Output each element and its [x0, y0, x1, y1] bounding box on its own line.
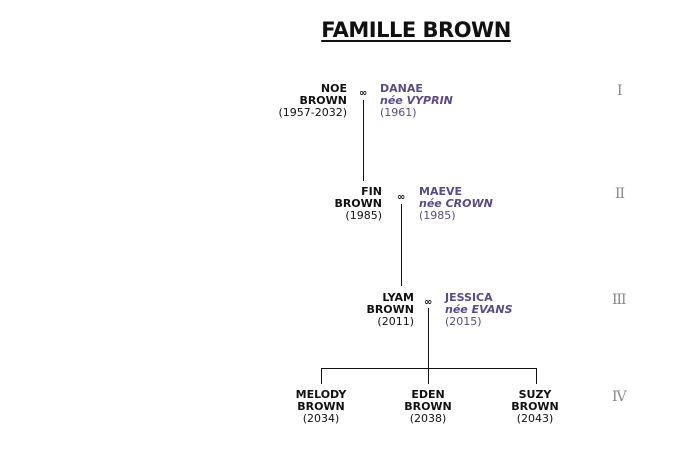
person-last-name: BROWN: [299, 94, 347, 107]
spouse-dates: (2015): [445, 315, 482, 328]
child-suzy: SUZY BROWN (2043): [495, 389, 575, 425]
child-melody: MELODY BROWN (2034): [281, 389, 361, 425]
person-last-name: BROWN: [404, 400, 452, 413]
marriage-symbol: ∞: [424, 297, 433, 308]
page-title: FAMILLE BROWN: [321, 18, 511, 42]
person-dates: (2043): [516, 412, 554, 425]
descent-line-1: [363, 100, 364, 181]
spouse-maiden-name: née VYPRIN: [380, 94, 453, 107]
person-first-name: SUZY: [518, 388, 552, 401]
person-noe: NOE BROWN (1957-2032): [278, 83, 347, 119]
child-drop-eden: [428, 368, 429, 384]
person-dates: (2011): [377, 315, 414, 328]
person-dates: (1985): [345, 209, 382, 222]
spouse-first-name: DANAE: [380, 82, 423, 95]
person-first-name: EDEN: [411, 388, 445, 401]
person-fin: FIN BROWN (1985): [334, 186, 382, 222]
spouse-maeve: MAEVE née CROWN (1985): [419, 186, 493, 222]
spouse-first-name: JESSICA: [445, 291, 493, 304]
person-first-name: LYAM: [382, 291, 414, 304]
person-first-name: FIN: [361, 185, 382, 198]
descent-line-3: [428, 308, 429, 368]
generation-label-2: II: [615, 186, 625, 202]
person-first-name: MELODY: [295, 388, 347, 401]
person-first-name: NOE: [320, 82, 347, 95]
person-last-name: BROWN: [366, 303, 414, 316]
person-dates: (2034): [302, 412, 340, 425]
child-eden: EDEN BROWN (2038): [388, 389, 468, 425]
spouse-maiden-name: née EVANS: [445, 303, 513, 316]
marriage-symbol: ∞: [397, 192, 406, 203]
person-dates: (1957-2032): [278, 106, 347, 119]
spouse-maiden-name: née CROWN: [419, 197, 493, 210]
person-last-name: BROWN: [511, 400, 559, 413]
marriage-symbol: ∞: [359, 88, 368, 99]
person-dates: (2038): [409, 412, 447, 425]
person-lyam: LYAM BROWN (2011): [366, 292, 414, 328]
person-last-name: BROWN: [297, 400, 345, 413]
generation-label-1: I: [617, 83, 622, 99]
sibling-connector: [321, 368, 537, 369]
spouse-jessica: JESSICA née EVANS (2015): [445, 292, 513, 328]
descent-line-2: [401, 204, 402, 286]
spouse-danae: DANAE née VYPRIN (1961): [380, 83, 453, 119]
generation-label-4: IV: [612, 389, 627, 405]
person-last-name: BROWN: [334, 197, 382, 210]
spouse-first-name: MAEVE: [419, 185, 463, 198]
child-drop-suzy: [536, 368, 537, 384]
spouse-dates: (1961): [380, 106, 417, 119]
generation-label-3: III: [612, 292, 627, 308]
spouse-dates: (1985): [419, 209, 456, 222]
child-drop-melody: [321, 368, 322, 384]
